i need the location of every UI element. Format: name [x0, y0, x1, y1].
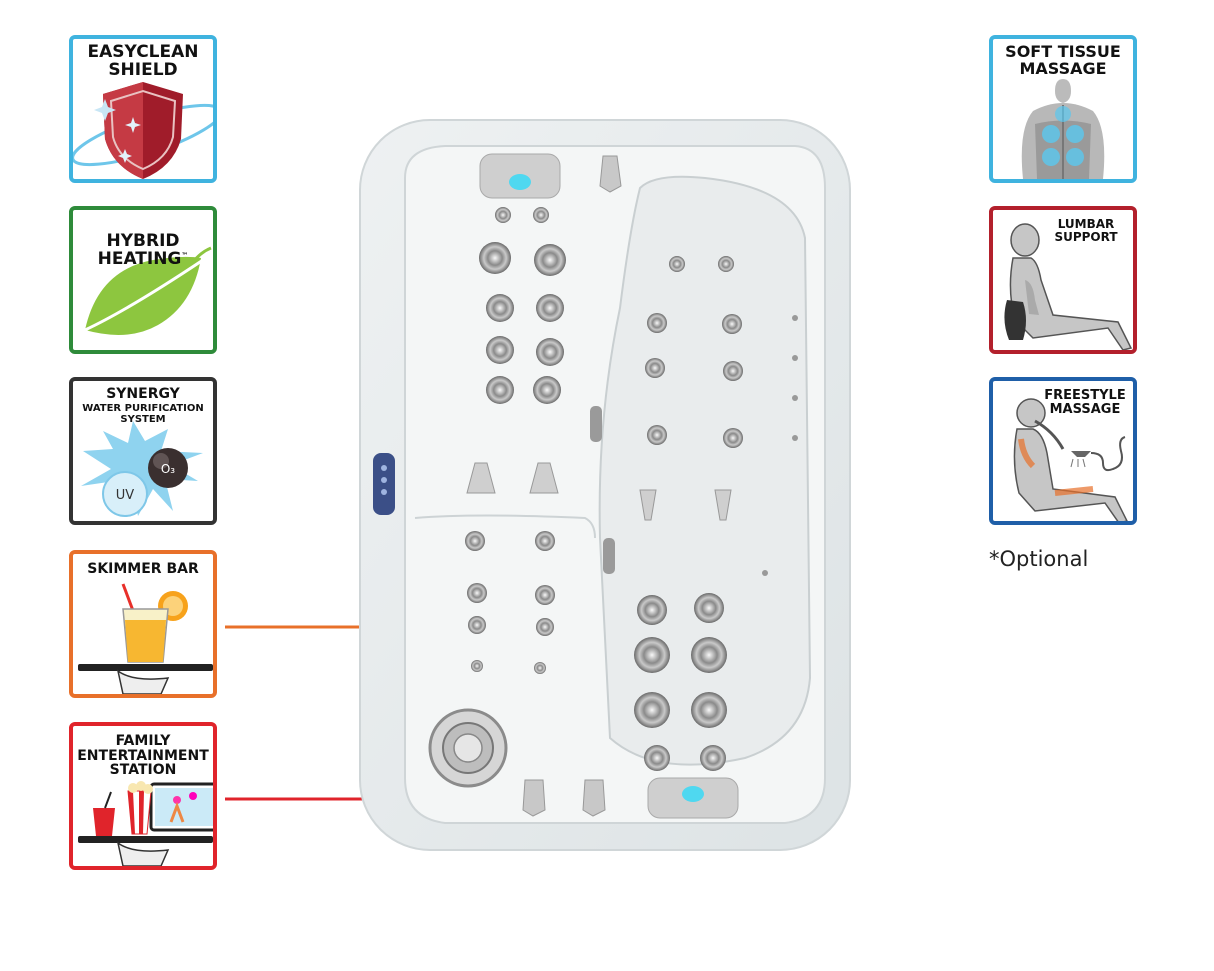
- badge-subtitle: WATER PURIFICATION SYSTEM: [82, 403, 204, 425]
- lumbar-support-badge: LUMBAR SUPPORT: [989, 206, 1137, 354]
- back-massage-icon: [1021, 79, 1105, 179]
- badge-title: SOFT TISSUE MASSAGE: [1005, 42, 1121, 78]
- soft-tissue-massage-badge: SOFT TISSUE MASSAGE: [989, 35, 1137, 183]
- leaf-icon: [84, 246, 212, 335]
- badge-title: EASYCLEAN SHIELD: [87, 42, 199, 80]
- optional-footnote: *Optional: [989, 547, 1089, 571]
- handheld-shower-icon: [1013, 398, 1128, 521]
- skimmer-bar-badge: SKIMMER BAR: [69, 550, 217, 698]
- badge-title: SYNERGY: [106, 386, 180, 402]
- badge-title: FREESTYLE MASSAGE: [1044, 388, 1126, 417]
- easyclean-shield-badge: EASYCLEAN SHIELD: [69, 35, 217, 183]
- entertainment-tray-icon: [78, 781, 213, 866]
- freestyle-massage-badge: FREESTYLE MASSAGE: [989, 377, 1137, 525]
- shield-icon: [73, 82, 213, 179]
- jets-group: [465, 207, 743, 771]
- o3-label: O₃: [161, 462, 175, 476]
- badge-title: SKIMMER BAR: [87, 561, 199, 577]
- uv-label: UV: [116, 488, 135, 503]
- hot-tub-image: [359, 119, 851, 851]
- hybrid-heating-badge: HYBRID HEATING™: [69, 206, 217, 354]
- badge-title: LUMBAR SUPPORT: [1054, 217, 1118, 244]
- badge-title: HYBRID HEATING™: [73, 215, 213, 269]
- badge-title: FAMILY ENTERTAINMENT STATION: [77, 733, 209, 779]
- hybrid-title-text: HYBRID HEATING: [97, 230, 182, 269]
- splash-icon: O₃ UV: [81, 421, 203, 517]
- synergy-badge: O₃ UV SYNERGY WATER PURIFICATION SYSTEM: [69, 377, 217, 525]
- lumbar-pillow-icon: [1004, 223, 1133, 350]
- trademark-mark: ™: [181, 251, 189, 260]
- drink-tray-icon: [78, 583, 213, 694]
- family-entertainment-badge: FAMILY ENTERTAINMENT STATION: [69, 722, 217, 870]
